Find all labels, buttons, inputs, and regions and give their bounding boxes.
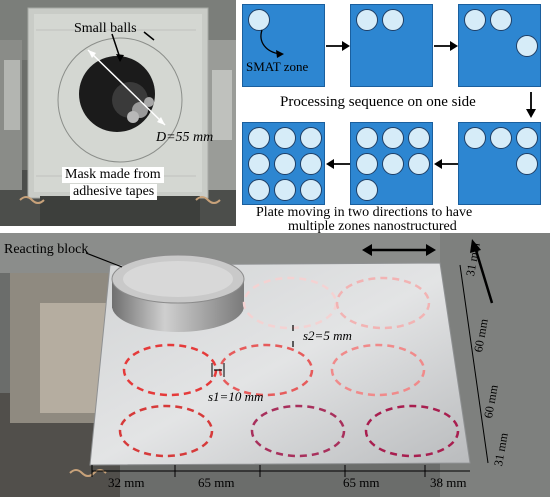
s2-spacing-text: s2=5 mm xyxy=(303,328,352,343)
s1-spacing-label: s1=10 mm xyxy=(208,390,263,403)
smat-zone-circle xyxy=(300,127,322,149)
arrow-left-icon xyxy=(434,159,458,169)
smat-zone-circle xyxy=(356,153,378,175)
dim-bottom-2: 65 mm xyxy=(198,475,235,490)
sequence-diagram: SMAT zone Processing sequence on one sid… xyxy=(238,0,550,234)
moving-caption-line1: Plate moving in two directions to have xyxy=(256,205,473,220)
smat-zone-circle xyxy=(516,153,538,175)
smat-zone-circle xyxy=(356,9,378,31)
small-balls-label: Small balls xyxy=(74,21,137,36)
reacting-block-label: Reacting block xyxy=(4,242,89,257)
smat-zone-circle xyxy=(408,127,430,149)
s1-spacing-text: s1=10 mm xyxy=(208,389,264,404)
smat-zone-circle xyxy=(274,127,296,149)
moving-caption-line2: multiple zones nanostructured xyxy=(288,219,457,234)
smat-zone-circle xyxy=(490,9,512,31)
smat-zone-circle xyxy=(248,9,270,31)
smat-zone-circle xyxy=(248,179,270,201)
processing-caption: Processing sequence on one side xyxy=(280,94,476,110)
smat-zone-circle xyxy=(516,127,538,149)
smat-zone-circle xyxy=(248,153,270,175)
smat-zone-pointer-icon xyxy=(260,29,284,58)
mask-caption-line2: adhesive tapes xyxy=(70,184,158,200)
smat-zone-circle xyxy=(248,127,270,149)
smat-zone-circle xyxy=(356,127,378,149)
smat-zone-circle xyxy=(464,9,486,31)
s2-spacing-label: s2=5 mm xyxy=(303,329,352,342)
smat-zone-circle xyxy=(490,127,512,149)
smat-zone-circle xyxy=(274,179,296,201)
smat-zone-circle xyxy=(464,127,486,149)
smat-zone-circle xyxy=(382,9,404,31)
arrow-down-icon xyxy=(526,92,536,118)
mask-photo: Small balls D=55 mm Mask made from adhes… xyxy=(0,0,236,226)
smat-zone-circle xyxy=(356,179,378,201)
smat-zone-circle xyxy=(408,153,430,175)
dim-bottom-4: 38 mm xyxy=(430,475,467,490)
smat-zone-circle xyxy=(274,153,296,175)
dim-bottom-3: 65 mm xyxy=(343,475,380,490)
smat-zone-circle xyxy=(382,127,404,149)
smat-zone-circle xyxy=(516,35,538,57)
mask-caption-line1: Mask made from xyxy=(62,167,164,183)
arrow-right-icon xyxy=(434,41,458,51)
plate-photo: Reacting block s2=5 mm s1=10 mm 32 mm 65… xyxy=(0,233,550,497)
smat-zone-circle xyxy=(300,153,322,175)
smat-zone-label: SMAT zone xyxy=(246,59,309,74)
smat-zone-circle xyxy=(382,153,404,175)
arrow-left-icon xyxy=(326,159,350,169)
diameter-label: D=55 mm xyxy=(156,130,214,145)
dim-bottom-1: 32 mm xyxy=(108,475,145,490)
smat-zone-circle xyxy=(300,179,322,201)
arrow-right-icon xyxy=(326,41,350,51)
